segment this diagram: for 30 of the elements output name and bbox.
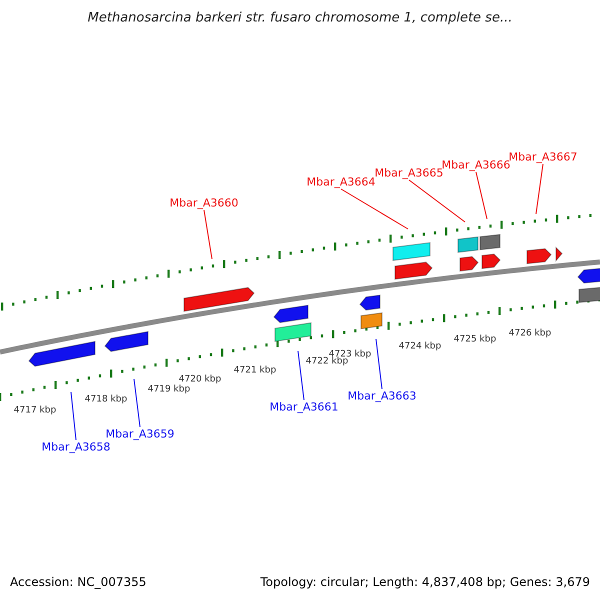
leader-line	[536, 164, 544, 214]
gene-label: Mbar_A3664	[306, 176, 376, 188]
leader-line	[204, 210, 212, 260]
leader-line	[340, 188, 408, 230]
scale-label: 4717 kbp	[14, 406, 56, 416]
gene-label: Mbar_A3665	[374, 168, 444, 178]
leader-line	[298, 350, 304, 400]
gene-label: Mbar_A3660	[170, 198, 238, 208]
leader-line	[408, 180, 466, 222]
scale-label: 4718 kbp	[84, 396, 128, 404]
scale-label: 4721 kbp	[234, 366, 276, 376]
gene-label: Mbar_A3666	[442, 160, 510, 170]
scale-label: 4719 kbp	[148, 386, 190, 394]
scale-label: 4726 kbp	[508, 330, 552, 338]
leader-line	[476, 172, 488, 220]
gene-label: Mbar_A3659	[106, 428, 174, 440]
scale-label: 4725 kbp	[454, 336, 496, 344]
gene-label: Mbar_A3667	[508, 152, 578, 162]
scale-label: 4724 kbp	[398, 342, 442, 352]
chart-title: Methanosarcina barkeri str. fusaro chromosome 1, complete se...	[88, 12, 512, 24]
footer-text: Accession: NC_007355	[10, 576, 146, 588]
footer-text: Topology: circular; Length: 4,837,408 bp; Genes: 3,679	[260, 576, 590, 588]
leader-line	[376, 338, 382, 390]
gene-label: Mbar_A3661	[270, 402, 338, 412]
gene-label: Mbar_A3663	[348, 390, 416, 402]
gene-label: Mbar_A3658	[42, 442, 110, 452]
scale-label: 4720 kbp	[178, 376, 222, 384]
leader-line	[134, 378, 140, 428]
leader-line	[70, 392, 76, 440]
scale-label: 4722 kbp	[306, 358, 348, 366]
